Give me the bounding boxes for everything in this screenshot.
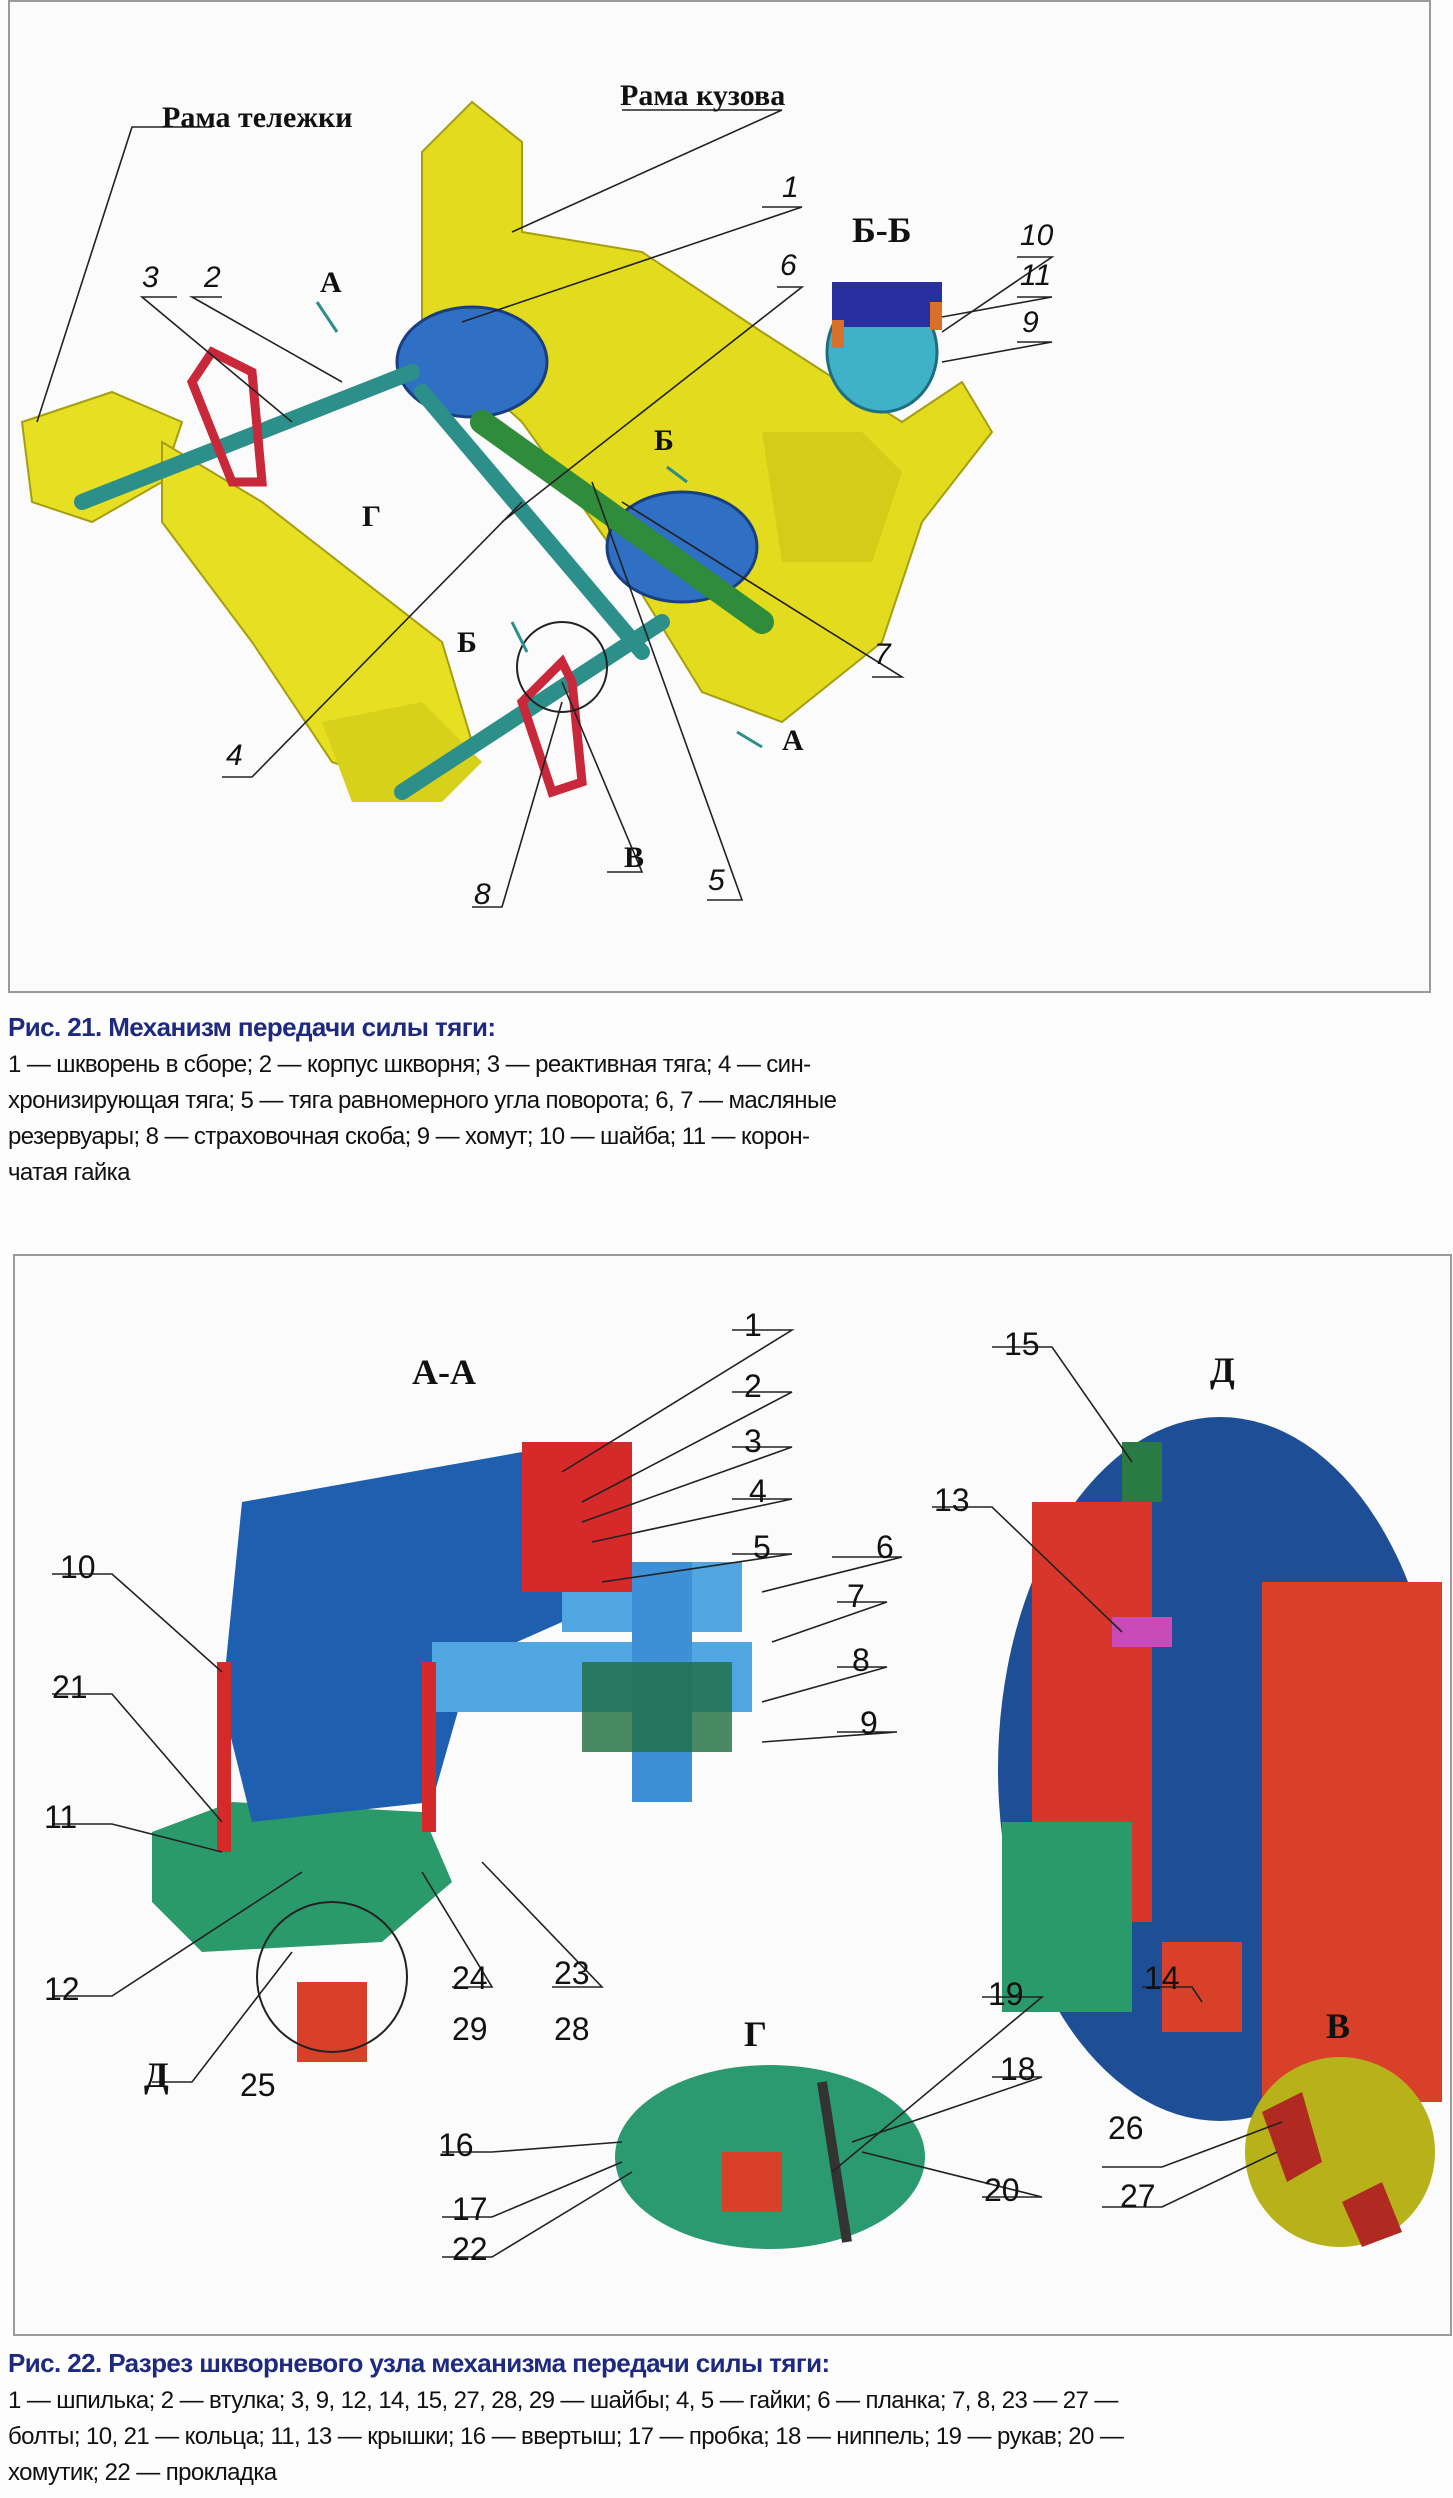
caption-line: чатая гайка (8, 1159, 130, 1186)
label-19: 19 (988, 1976, 1024, 2012)
label-17: 17 (452, 2191, 488, 2227)
label-29: 29 (452, 2011, 488, 2047)
label-13: 13 (934, 1482, 970, 1518)
label-5: 5 (708, 864, 725, 897)
section-bb-detail (825, 282, 942, 414)
label-14: 14 (1144, 1960, 1180, 1996)
label-2: 2 (744, 1368, 762, 1404)
caption-title: Рис. 22. Разрез шкворневого узла механиз… (8, 2348, 830, 2378)
bogie-frame-shape (20, 390, 482, 802)
label-7: 7 (874, 638, 892, 671)
label-1: 1 (744, 1307, 762, 1343)
section-aa-body (152, 1442, 752, 2062)
body-frame-shape (421, 100, 994, 724)
safety-bracket-2 (516, 654, 587, 798)
label-5: 5 (753, 1529, 771, 1565)
leader-lines (52, 1329, 1283, 2258)
label-23: 23 (554, 1955, 590, 1991)
label-26: 26 (1108, 2110, 1144, 2146)
label-g: Г (362, 500, 381, 533)
detail-g-view (615, 2065, 925, 2249)
label-view-v: В (1326, 2006, 1350, 2046)
label-view-d-detail: Д (1210, 1350, 1235, 1390)
label-view-d-main: Д (144, 2055, 169, 2095)
caption-title: Рис. 21. Механизм передачи силы тяги: (8, 1012, 496, 1042)
label-16: 16 (438, 2127, 474, 2163)
label-9: 9 (1022, 306, 1039, 339)
label-6: 6 (780, 249, 797, 282)
detail-v-view (1245, 2057, 1435, 2247)
label-section-bb: Б-Б (852, 210, 912, 250)
caption-line: хомутик; 22 — прокладка (8, 2459, 277, 2486)
label-28: 28 (554, 2011, 590, 2047)
label-24: 24 (452, 1960, 488, 1996)
label-8: 8 (474, 878, 491, 911)
traction-rods (74, 364, 670, 800)
caption-line: 1 — шкворень в сборе; 2 — корпус шкворня… (8, 1051, 811, 1078)
synchronizing-rod (470, 410, 774, 634)
figure-21-caption: Рис. 21. Механизм передачи силы тяги: 1 … (8, 1012, 837, 1191)
label-10: 10 (1020, 219, 1054, 252)
label-9: 9 (860, 1705, 878, 1741)
label-11: 11 (44, 1799, 77, 1835)
label-body-frame: Рама кузова (620, 79, 785, 112)
label-view-g: Г (744, 2014, 767, 2054)
label-2: 2 (203, 261, 221, 294)
figure-21-traction-mechanism: Рама тележки Рама кузова 1 2 3 4 5 6 7 8… (8, 0, 1431, 993)
label-3: 3 (142, 261, 159, 294)
label-4: 4 (226, 739, 243, 772)
section-markers (315, 301, 763, 749)
caption-line: болты; 10, 21 — кольца; 11, 13 — крышки;… (8, 2423, 1124, 2450)
label-25: 25 (240, 2067, 276, 2103)
label-18: 18 (1000, 2051, 1036, 2087)
label-1: 1 (782, 171, 799, 204)
label-7: 7 (847, 1578, 865, 1614)
label-21: 21 (52, 1669, 88, 1705)
caption-line: хронизирующая тяга; 5 — тяга равномерног… (8, 1087, 837, 1114)
label-b-top: Б (654, 424, 674, 457)
caption-line: резервуары; 8 — страховочная скоба; 9 — … (8, 1123, 810, 1150)
label-v: В (624, 841, 644, 874)
figure-22-caption: Рис. 22. Разрез шкворневого узла механиз… (8, 2348, 1124, 2491)
label-3: 3 (744, 1423, 762, 1459)
label-11: 11 (1020, 259, 1051, 292)
label-6: 6 (876, 1529, 894, 1565)
figure-21-drawing: Рама тележки Рама кузова 1 2 3 4 5 6 7 8… (20, 79, 1055, 911)
label-10: 10 (60, 1549, 96, 1585)
leader-lines (36, 109, 1055, 908)
pivot-lower (605, 490, 759, 604)
safety-bracket-1 (186, 346, 267, 487)
label-b-bottom: Б (457, 626, 477, 659)
label-bogie-frame: Рама тележки (162, 101, 353, 134)
label-27: 27 (1120, 2178, 1156, 2214)
label-section-aa: А-А (412, 1352, 476, 1392)
label-15: 15 (1004, 1326, 1040, 1362)
label-4: 4 (749, 1473, 767, 1509)
label-22: 22 (452, 2231, 488, 2267)
figure-22-pivot-section: А-А Д Д Г В 1 2 3 4 5 6 7 8 9 10 11 12 1… (13, 1254, 1452, 2336)
label-8: 8 (852, 1642, 870, 1678)
label-12: 12 (44, 1971, 80, 2007)
detail-circle-v (516, 621, 608, 713)
caption-line: 1 — шпилька; 2 — втулка; 3, 9, 12, 14, 1… (8, 2387, 1118, 2414)
label-20: 20 (984, 2172, 1020, 2208)
label-a-top: А (320, 266, 342, 299)
detail-d-view (998, 1417, 1442, 2121)
figure-22-drawing: А-А Д Д Г В 1 2 3 4 5 6 7 8 9 10 11 12 1… (44, 1307, 1442, 2267)
label-a-bottom: А (782, 724, 804, 757)
